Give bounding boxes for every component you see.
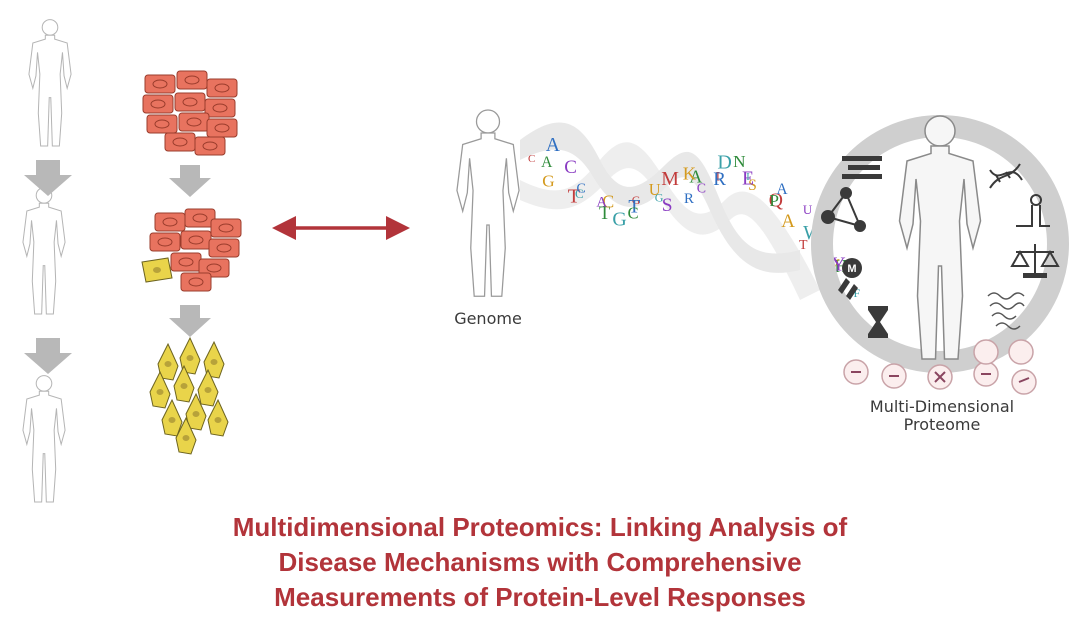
dna-letter: G <box>632 193 641 207</box>
hourglass-icon <box>868 306 888 338</box>
down-arrow-2 <box>24 338 72 374</box>
dna-letter: S <box>662 195 673 216</box>
dna-letter: A <box>541 154 553 171</box>
dna-letter: U <box>649 180 661 199</box>
dna-letter: A <box>776 181 788 198</box>
title-line-2: Disease Mechanisms with Comprehensive <box>278 547 802 577</box>
dna-letter: U <box>803 203 813 217</box>
dna-letter: C <box>697 182 706 197</box>
dna-letter: D <box>717 152 731 174</box>
dna-letter: P <box>769 191 779 210</box>
cell-culture-transformed <box>149 337 229 455</box>
dna-letter: C <box>577 182 586 197</box>
dna-letter: S <box>748 177 757 194</box>
dna-letter: C <box>528 153 535 165</box>
dna-letter: A <box>596 195 607 211</box>
dna-letter: A <box>781 211 795 232</box>
dna-letter: I <box>746 171 750 183</box>
network-icon <box>821 187 866 232</box>
dna-letter: A <box>689 166 702 186</box>
proteome-label: Multi-Dimensional Proteome <box>830 398 1054 434</box>
cell-culture-normal <box>142 70 238 156</box>
dna-letter: K <box>683 163 697 183</box>
page-title: Multidimensional Proteomics: Linking Ana… <box>140 510 940 615</box>
dna-letter: T <box>568 185 580 207</box>
down-arrow-1 <box>24 160 72 196</box>
title-line-1: Multidimensional Proteomics: Linking Ana… <box>232 512 848 542</box>
balance-scale-icon <box>1010 244 1060 278</box>
dna-letter: R <box>713 169 726 190</box>
dna-letter: G <box>542 172 554 191</box>
dna-letter: T <box>628 197 640 218</box>
proteome-label-line1: Multi-Dimensional <box>869 397 1015 416</box>
cell-icon <box>843 339 1037 395</box>
m-badge-icon: M <box>838 258 862 300</box>
dna-letter: Q <box>769 190 783 212</box>
dna-helix-icon <box>989 163 1023 189</box>
dna-letter: C <box>564 157 577 178</box>
rna-hairpin-icon <box>1016 194 1050 227</box>
dna-letter: T <box>799 238 808 253</box>
cell-culture-transitioning <box>141 208 242 292</box>
double-arrow <box>272 216 410 240</box>
dna-letter: C <box>575 187 584 201</box>
dna-letter: E <box>742 168 754 190</box>
title-line-3: Measurements of Protein-Level Responses <box>274 582 806 612</box>
dna-letter: C <box>628 203 639 222</box>
human-figure-healthy <box>28 19 72 147</box>
down-arrow-4 <box>169 305 211 337</box>
bar-lines-icon <box>842 156 882 179</box>
dna-letter: N <box>733 152 746 171</box>
human-figure-progression <box>22 187 66 315</box>
proteome-human-figure <box>898 115 982 360</box>
down-arrow-3 <box>169 165 211 197</box>
svg-text:M: M <box>847 263 856 275</box>
dna-letter: C <box>602 192 614 212</box>
dna-letter: G <box>655 191 664 205</box>
dna-letter: G <box>612 209 626 231</box>
dna-letter: F <box>854 286 861 300</box>
dna-letter: M <box>661 168 679 190</box>
dna-letter: A <box>546 134 561 156</box>
dna-letter: R <box>684 191 694 207</box>
genome-figure: GATCAGTAGCTGATGACTGCATGCAG ACGTGGACTAGCT… <box>456 109 520 297</box>
genome-label: Genome <box>454 309 522 328</box>
dna-ribbon <box>520 122 820 300</box>
human-figure-disease <box>22 375 66 503</box>
proteome-label-line2: Proteome <box>903 415 981 434</box>
dna-letter: I <box>716 170 720 184</box>
dna-letter: T <box>599 204 610 224</box>
protein-structure-icon <box>987 292 1025 330</box>
